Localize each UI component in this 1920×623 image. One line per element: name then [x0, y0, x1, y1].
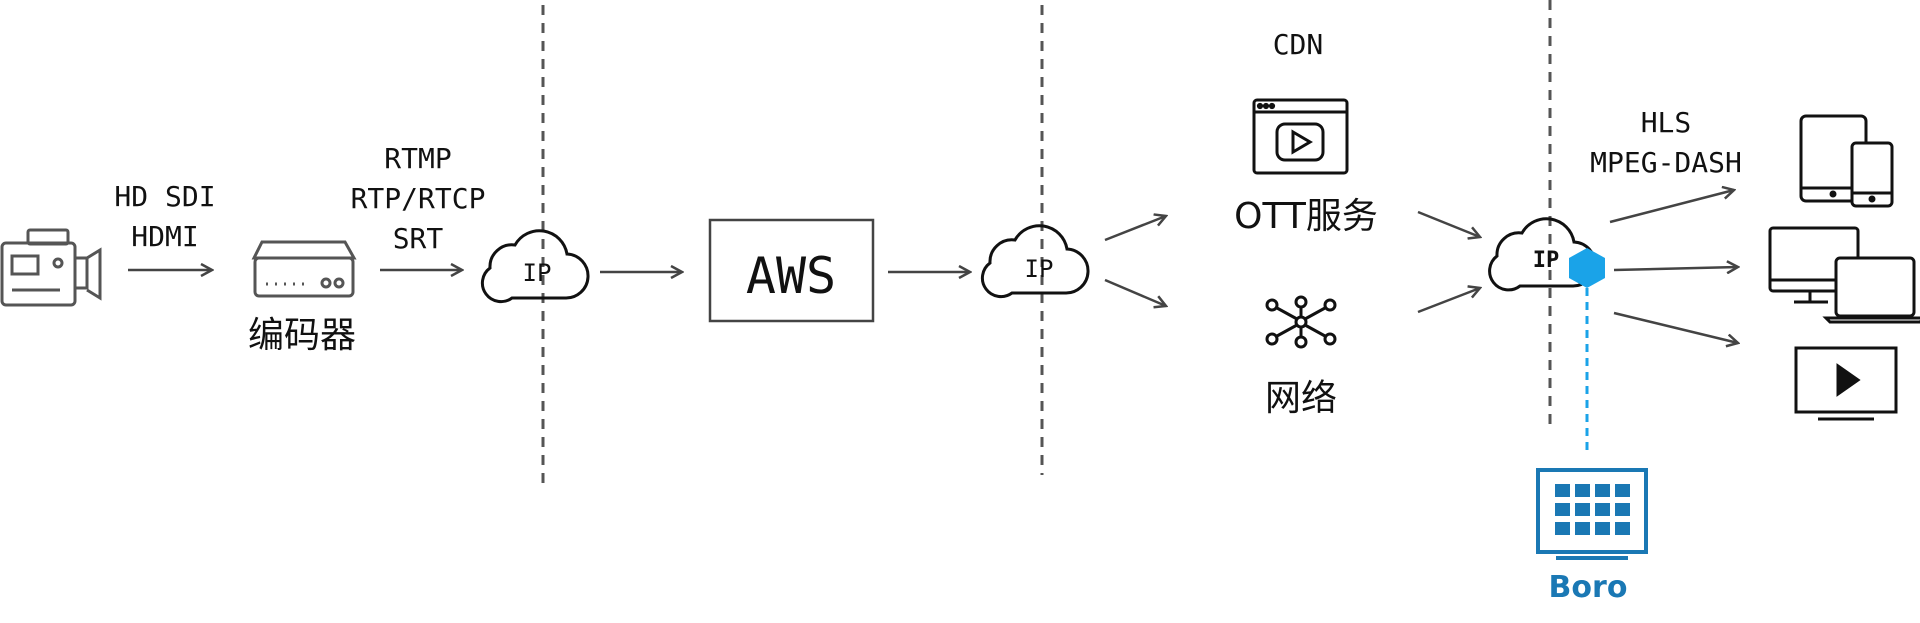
aws-label: AWS: [746, 247, 836, 305]
boro-grid-icon: [1536, 468, 1648, 560]
arrow-cloud-to-network: [1104, 278, 1166, 306]
cloud-1-ip-label: IP: [523, 259, 552, 287]
protocol-label-rtmp: RTMP: [384, 142, 451, 175]
encoder-label: 编码器: [248, 315, 356, 356]
boro-label: Boro: [1549, 570, 1628, 605]
desktop-laptop-icon: [1768, 226, 1920, 324]
format-label-mpeg-dash: MPEG-DASH: [1590, 146, 1742, 179]
cloud-3-ip-label: IP: [1533, 248, 1560, 273]
cloud-icon: [480, 229, 590, 304]
cloud-icon: [980, 224, 1090, 299]
browser-play-icon: [1252, 98, 1349, 175]
arrow-network-to-cloud: [1417, 288, 1480, 314]
arrow-cloud-to-tv: [1613, 311, 1738, 343]
tv-play-icon: [1794, 346, 1898, 421]
aws-box: [708, 218, 875, 323]
cdn-label: CDN: [1273, 28, 1324, 61]
arrow-cloud-to-mobile: [1609, 190, 1734, 224]
arrow-cloud-to-desktop: [1613, 267, 1738, 270]
tablet-phone-icon: [1799, 114, 1894, 208]
protocol-label-rtp-rtcp: RTP/RTCP: [351, 182, 486, 215]
video-camera-icon: [0, 228, 102, 307]
ott-service-label: OTT服务: [1234, 196, 1378, 237]
cloud-2-ip-label: IP: [1025, 255, 1054, 283]
arrow-cloud-to-cdn: [1104, 216, 1166, 242]
format-label-hls: HLS: [1641, 106, 1692, 139]
protocol-label-srt: SRT: [393, 222, 444, 255]
input-label-hd-sdi: HD SDI: [114, 180, 215, 213]
hexagon-icon: [1569, 248, 1605, 288]
arrow-cdn-to-cloud: [1417, 210, 1480, 237]
network-label: 网络: [1265, 378, 1337, 419]
input-label-hdmi: HDMI: [131, 220, 198, 253]
network-hub-icon: [1265, 295, 1337, 349]
encoder-device-icon: [251, 240, 357, 298]
